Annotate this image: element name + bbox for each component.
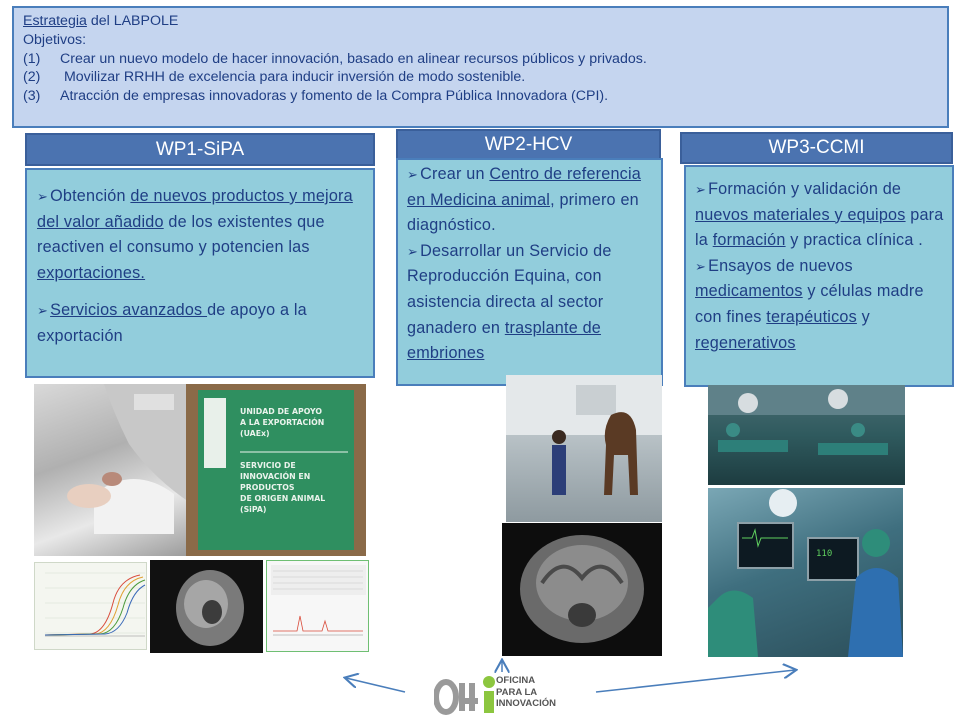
logo-line-3: INNOVACIÓN	[496, 698, 556, 709]
wp1-bullet-1: Obtención de nuevos productos y mejora d…	[37, 184, 359, 286]
text: , primero en diagnóstico.	[407, 190, 639, 235]
link[interactable]: nuevos materiales y equipos	[695, 205, 906, 224]
text: Formación y validación de	[708, 180, 902, 198]
text: Ensayos de nuevos	[708, 256, 853, 275]
objective-item: (2) Movilizar RRHH de excelencia para in…	[23, 68, 947, 87]
wp2-header: WP2-HCV	[396, 129, 661, 160]
arrow-left	[346, 678, 406, 693]
wp2-bullet-1: Crear un Centro de referencia en Medicin…	[407, 162, 655, 239]
wp1-content-box: Obtención de nuevos productos y mejora d…	[25, 168, 375, 378]
text: para la	[695, 205, 944, 250]
objective-number: (2)	[23, 69, 41, 86]
clinical-training-photo: 110	[708, 488, 903, 657]
operating-room-photo	[708, 385, 905, 485]
link[interactable]: Centro de referencia en Medicina animal	[407, 165, 641, 209]
scanner-photo	[34, 384, 192, 556]
link[interactable]: formación	[712, 231, 786, 250]
wp2-content-box: Crear un Centro de referencia en Medicin…	[396, 158, 663, 386]
spectrum-chart	[266, 560, 369, 652]
objectives-label: Objetivos:	[23, 31, 87, 48]
strategy-title: Estrategia del LABPOLE	[23, 12, 947, 31]
strategy-link[interactable]: Estrategia	[23, 13, 87, 29]
logo-text: OFICINA PARA LA INNOVACIÓN	[496, 675, 556, 710]
objective-text: Atracción de empresas innovadoras y fome…	[60, 88, 609, 105]
strategy-box: Estrategia del LABPOLE Objetivos: (1) Cr…	[12, 6, 949, 128]
objective-item: (1) Crear un nuevo modelo de hacer innov…	[23, 50, 947, 69]
text: de los existentes que reactiven el consu…	[37, 212, 325, 257]
text: y	[856, 307, 870, 326]
logo-line-2: PARA LA	[496, 686, 538, 698]
arrow-right	[595, 670, 795, 693]
link[interactable]: trasplante de embriones	[407, 318, 602, 363]
mri-heart-image	[150, 560, 263, 653]
text: Obtención	[50, 187, 131, 205]
link[interactable]: de nuevos productos y mejora del valor a…	[37, 187, 353, 231]
wp3-content-box: Formación y validación de nuevos materia…	[684, 165, 954, 387]
link[interactable]: Servicios avanzados	[50, 301, 208, 319]
objective-number: (3)	[23, 88, 41, 105]
link[interactable]: exportaciones.	[37, 263, 146, 282]
objective-text: Crear un nuevo modelo de hacer innovació…	[60, 50, 647, 67]
equine-clinic-photo	[506, 375, 662, 522]
logo-line-1: OFICINA	[496, 675, 536, 686]
text: y practica clínica .	[785, 231, 923, 250]
link[interactable]: medicamentos	[695, 282, 803, 301]
wp3-header: WP3-CCMI	[680, 132, 953, 164]
link[interactable]: regenerativos	[695, 333, 796, 352]
objective-item: (3) Atracción de empresas innovadoras y …	[23, 87, 947, 106]
text: de apoyo a la exportación	[37, 301, 307, 345]
logo-mark	[433, 676, 495, 715]
svg-text:110: 110	[816, 549, 832, 559]
wp3-bullet-2: Ensayos de nuevos medicamentos y células…	[695, 254, 946, 356]
text: y células madre con fines	[695, 282, 924, 326]
logo-oficina-innovacion: OFICINA PARA LA INNOVACIÓN	[433, 673, 594, 717]
objective-text: Movilizar RRHH de excelencia para induci…	[60, 69, 526, 86]
wp1-bullet-2: Servicios avanzados de apoyo a la export…	[37, 298, 359, 349]
text: Desarrollar un Servicio de Reproducción …	[407, 241, 612, 337]
text: Crear un	[420, 165, 490, 183]
wp1-header: WP1-SiPA	[25, 133, 375, 166]
mri-brain-image	[502, 523, 662, 656]
wp3-bullet-1: Formación y validación de nuevos materia…	[695, 177, 946, 254]
pcr-curve-chart	[34, 562, 147, 650]
strategy-title-rest: del LABPOLE	[86, 13, 179, 29]
objective-number: (1)	[23, 50, 41, 67]
link[interactable]: terapéuticos	[766, 307, 857, 326]
wp2-bullet-2: Desarrollar un Servicio de Reproducción …	[407, 239, 655, 367]
